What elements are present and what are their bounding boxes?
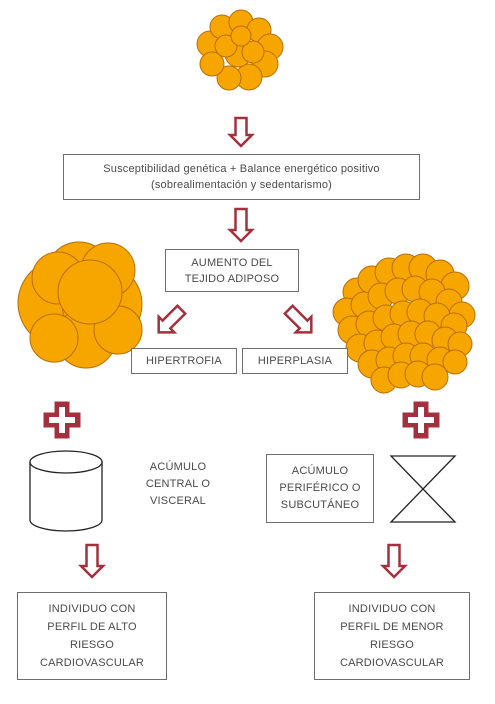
flow-arrows: [77, 116, 409, 579]
hypertrophy-label: HIPERTROFIA: [146, 355, 222, 367]
low-risk-line-2: PERFIL DE MENOR: [340, 621, 444, 633]
down-arrow-icon: [77, 543, 107, 579]
hyperplasia-box: HIPERPLASIA: [242, 348, 348, 374]
hypertrophic-adipocytes-icon: [17, 241, 143, 369]
adipose-increase-box: AUMENTO DEL TEJIDO ADIPOSO: [165, 249, 299, 292]
hypertrophic-cell: [29, 313, 79, 363]
adipose-increase-line-1: AUMENTO DEL: [191, 256, 273, 269]
peripheral-line-2: PERIFÉRICO O: [279, 482, 361, 494]
central-line-3: VISCERAL: [149, 495, 206, 507]
hypertrophy-box: HIPERTROFIA: [131, 348, 237, 374]
hyperplastic-cell: [421, 363, 449, 391]
adipose-increase-line-2: TEJIDO ADIPOSO: [184, 272, 280, 285]
adipocyte-cell: [214, 34, 238, 58]
down-arrow-icon: [226, 207, 256, 243]
adipocyte-cell: [216, 65, 242, 91]
high-risk-line-1: INDIVIDUO CON: [48, 603, 136, 615]
high-risk-box: INDIVIDUO CON PERFIL DE ALTO RIESGO CARD…: [17, 592, 167, 680]
cylinder-icon: [29, 450, 103, 532]
peripheral-line-1: ACÚMULO: [291, 465, 349, 477]
down-arrow-icon: [283, 304, 313, 334]
down-arrow-icon: [226, 116, 256, 148]
susceptibility-line-2: (sobrealimentación y sedentarismo): [150, 179, 333, 191]
susceptibility-line-1: Susceptibilidad genética + Balance energ…: [103, 163, 380, 175]
down-arrow-icon: [379, 543, 409, 579]
hyperplastic-cell: [442, 349, 468, 375]
adipocyte-cell: [199, 51, 225, 77]
high-risk-line-4: CARDIOVASCULAR: [39, 657, 145, 669]
hypertrophic-cell: [57, 259, 123, 325]
peripheral-accumulation-box: ACÚMULO PERIFÉRICO O SUBCUTÁNEO: [266, 454, 374, 523]
hyperplasia-label: HIPERPLASIA: [257, 355, 333, 367]
low-risk-box: INDIVIDUO CON PERFIL DE MENOR RIESGO CAR…: [314, 592, 470, 680]
central-line-2: CENTRAL O: [145, 478, 211, 490]
hourglass-icon: [389, 455, 457, 523]
adipocyte-cluster-icon: [196, 9, 284, 91]
low-risk-line-3: RIESGO: [370, 639, 414, 651]
central-line-1: ACÚMULO: [149, 461, 207, 473]
low-risk-line-4: CARDIOVASCULAR: [339, 657, 445, 669]
plus-icon-left: [43, 401, 81, 439]
peripheral-line-3: SUBCUTÁNEO: [280, 499, 360, 511]
high-risk-line-2: PERFIL DE ALTO: [47, 621, 137, 633]
plus-icon-right: [402, 401, 440, 439]
hyperplastic-adipocytes-icon: [332, 253, 476, 394]
down-arrow-icon: [157, 304, 187, 334]
adipocyte-cell: [241, 40, 265, 64]
adipocyte-cell: [230, 25, 252, 47]
high-risk-line-3: RIESGO: [70, 639, 114, 651]
central-accumulation-label: ACÚMULO CENTRAL O VISCERAL: [118, 459, 238, 510]
low-risk-line-1: INDIVIDUO CON: [348, 603, 436, 615]
susceptibility-box: Susceptibilidad genética + Balance energ…: [63, 154, 420, 200]
